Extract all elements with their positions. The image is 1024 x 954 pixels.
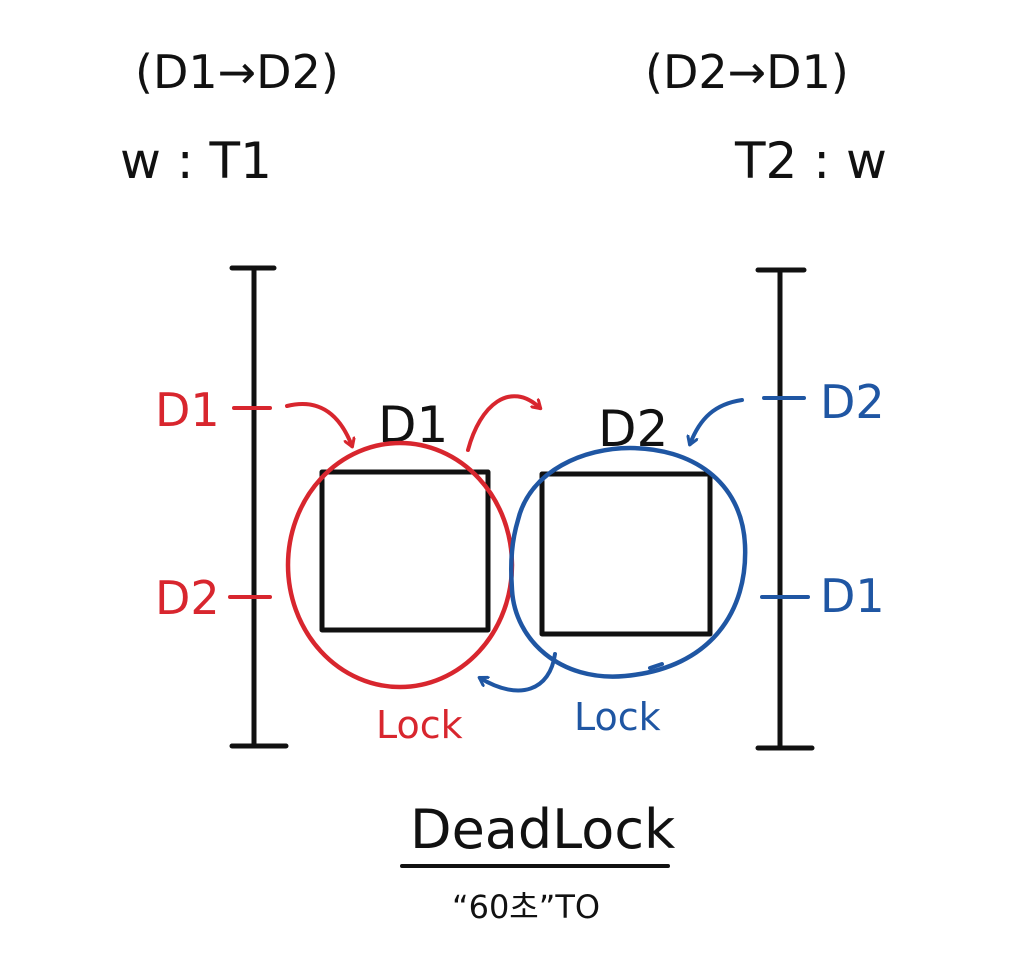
t2-acquire-d2-arrow xyxy=(690,398,744,444)
left-step-2-label: D2 xyxy=(155,571,220,625)
left-timeline-ticks xyxy=(228,406,272,599)
right-step-2-label: D1 xyxy=(820,569,885,623)
right-lock-holder: T2 : w xyxy=(734,132,887,190)
right-step-1-label: D2 xyxy=(820,375,885,429)
right-timeline xyxy=(755,267,815,751)
transaction-2-arrows xyxy=(480,398,744,693)
transaction-1-arrows xyxy=(285,394,540,452)
left-lock-holder: w : T1 xyxy=(120,132,272,190)
lock-circle-transaction-2 xyxy=(509,445,748,679)
lock-label-transaction-1: Lock xyxy=(376,703,463,747)
timeout-note: “60초”TO xyxy=(452,888,600,926)
t1-acquire-d1-arrow xyxy=(285,402,352,446)
right-lock-order: (D2→D1) xyxy=(645,45,849,99)
resource-d2-box xyxy=(539,471,713,637)
t1-request-d2-arrow xyxy=(466,394,540,452)
left-timeline xyxy=(229,265,289,749)
lock-label-transaction-2: Lock xyxy=(574,695,661,739)
resource-d1-box xyxy=(319,469,491,633)
left-lock-order: (D1→D2) xyxy=(135,45,339,99)
right-timeline-ticks xyxy=(760,396,810,599)
t2-request-d1-arrow xyxy=(480,652,557,693)
deadlock-title: DeadLock xyxy=(410,798,676,861)
resource-boxes xyxy=(319,469,713,637)
left-step-1-label: D1 xyxy=(155,383,220,437)
